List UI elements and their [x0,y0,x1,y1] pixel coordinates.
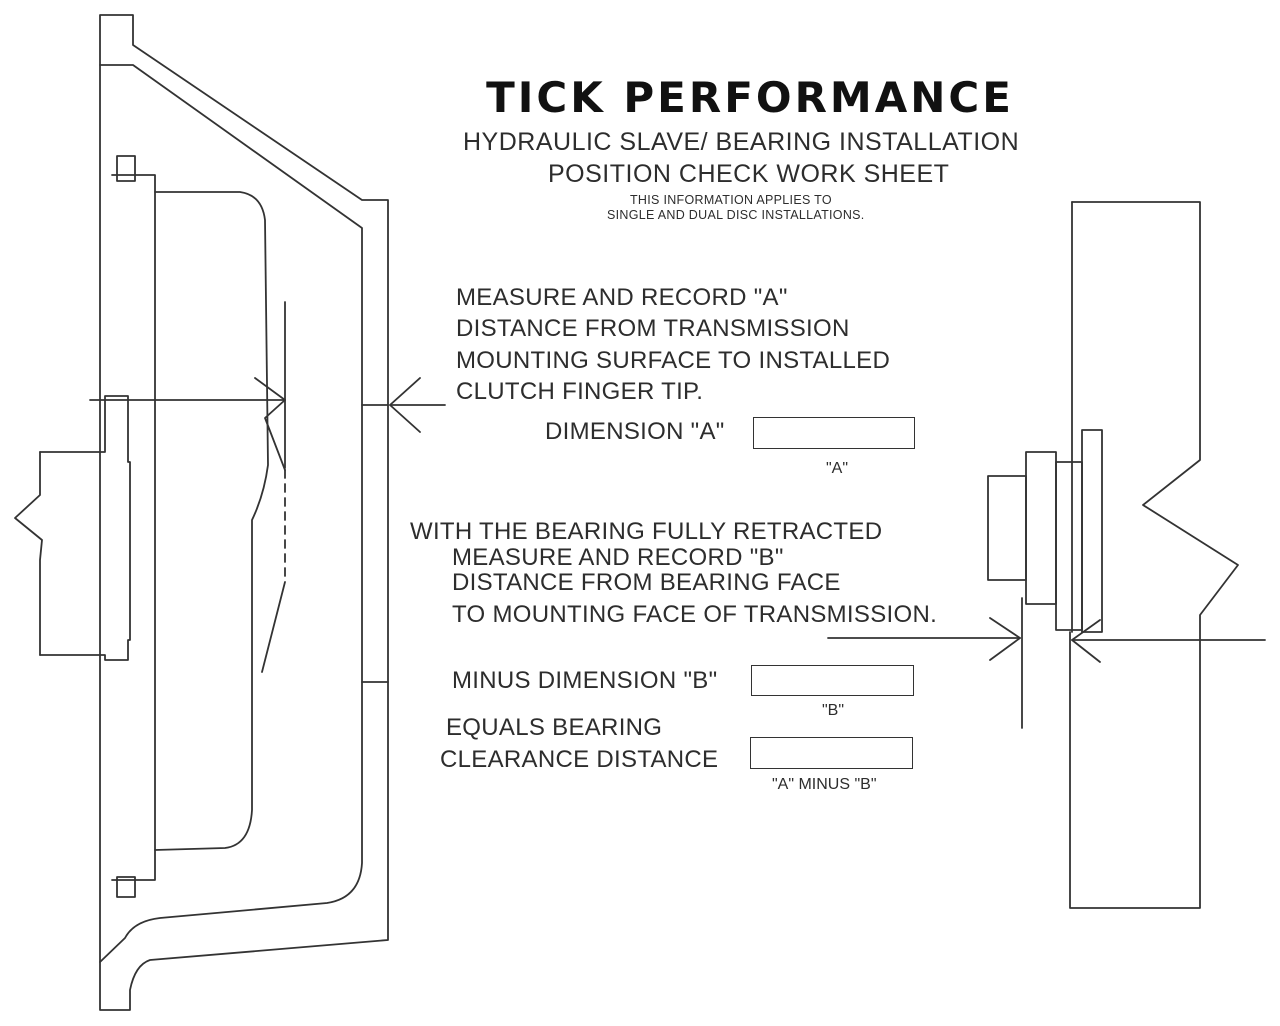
result-line-1: EQUALS BEARING [446,714,663,741]
step-b-line-3: DISTANCE FROM BEARING FACE [452,569,841,596]
dimension-b-right-arrowhead [1071,619,1101,663]
finger-tip-arrow [254,377,286,471]
transmission-case [1069,201,1239,909]
dimension-a-label: DIMENSION "A" [545,418,725,445]
clutch-cover [154,191,269,851]
dimension-b-left-arrowhead [989,617,1021,661]
bellhousing-inner-wall [99,64,363,963]
result-line-2: CLEARANCE DISTANCE [440,746,719,773]
dimension-b-field[interactable] [751,665,914,696]
page-title-line-2: POSITION CHECK WORK SHEET [548,160,950,188]
step-a-line-2: DISTANCE FROM TRANSMISSION [456,315,850,342]
step-b-line-1: WITH THE BEARING FULLY RETRACTED [410,518,883,545]
clearance-result-caption: "A" MINUS "B" [772,776,877,793]
applies-note-line-2: SINGLE AND DUAL DISC INSTALLATIONS. [607,208,865,222]
brand-logo-text: TICK PERFORMANCE [486,73,1014,122]
step-a-line-3: MOUNTING SURFACE TO INSTALLED [456,347,891,374]
applies-note-line-1: THIS INFORMATION APPLIES TO [630,193,832,207]
step-b-line-4: TO MOUNTING FACE OF TRANSMISSION. [452,601,938,628]
bellhousing-outline [99,14,389,1011]
bearing-retainer [987,475,1027,581]
clearance-result-field[interactable] [750,737,913,769]
dimension-a-field[interactable] [753,417,915,449]
flywheel-bottom-block [116,876,136,898]
dimension-b-label: MINUS DIMENSION "B" [452,667,718,694]
dimension-b-caption: "B" [822,702,845,719]
page-title-line-1: HYDRAULIC SLAVE/ BEARING INSTALLATION [463,128,1020,156]
bearing-face-plate [1081,429,1103,633]
diaphragm-finger-lower [261,581,286,673]
step-a-line-1: MEASURE AND RECORD "A" [456,284,788,311]
step-b-line-2: MEASURE AND RECORD "B" [452,544,784,571]
release-bearing [1025,451,1057,605]
crank-break [14,451,43,656]
step-a-line-4: CLUTCH FINGER TIP. [456,378,704,405]
flywheel-top-block [116,155,136,182]
leader-a-arrowhead [389,377,421,433]
bearing-spacer [1055,461,1083,631]
brand-logo: TICK PERFORMANCE [405,22,1095,122]
flywheel-plate [111,174,156,881]
dimension-a-caption: "A" [826,460,849,477]
crank-hub [39,395,131,661]
